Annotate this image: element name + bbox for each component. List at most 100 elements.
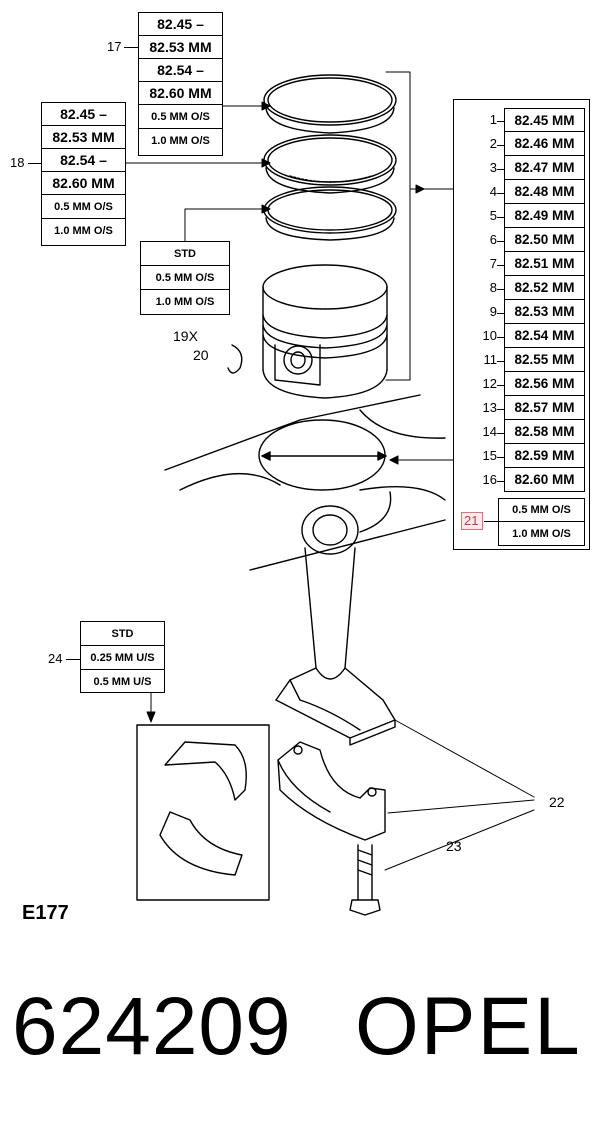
callout-18-item: 82.54 – bbox=[42, 149, 125, 172]
bore-row-number: 3 bbox=[489, 160, 497, 175]
bore-row-tick bbox=[497, 217, 504, 218]
callout-17-item: 82.45 – bbox=[139, 13, 222, 36]
bearing-shells bbox=[159, 741, 247, 876]
bore-row: 4 82.48 MM bbox=[454, 180, 591, 204]
piston-rings bbox=[263, 74, 397, 241]
bore-row-tick bbox=[497, 385, 504, 386]
bore-row-number: 4 bbox=[489, 184, 497, 199]
bore-row-tick bbox=[497, 265, 504, 266]
callout-17-tick bbox=[124, 47, 138, 48]
bore-row-number: 11 bbox=[483, 352, 498, 367]
callout-23-number: 23 bbox=[446, 838, 462, 854]
callout-18-tick bbox=[28, 163, 41, 164]
bore-row-size: 82.58 MM bbox=[504, 420, 585, 444]
callout-18-item: 1.0 MM O/S bbox=[54, 225, 113, 237]
bore-row-size: 82.52 MM bbox=[504, 276, 585, 300]
callout-19-item: STD bbox=[141, 242, 229, 266]
callout-17-item: 82.53 MM bbox=[139, 36, 222, 59]
part-number: 624209 bbox=[12, 981, 292, 1072]
piston bbox=[262, 264, 388, 399]
bore-row-number: 15 bbox=[482, 448, 497, 463]
bore-row-size: 82.48 MM bbox=[504, 180, 585, 204]
bore-row-number: 5 bbox=[489, 208, 497, 223]
callout-24-item: 0.5 MM U/S bbox=[93, 676, 152, 688]
bore-row-number: 1 bbox=[489, 112, 497, 127]
callout-18-item: 82.53 MM bbox=[42, 126, 125, 149]
callout-24-tick bbox=[66, 659, 80, 660]
bore-row-size: 82.59 MM bbox=[504, 444, 585, 468]
bearing-shells-frame bbox=[136, 724, 270, 901]
bore-row: 8 82.52 MM bbox=[454, 276, 591, 300]
bore-row-size: 82.53 MM bbox=[504, 300, 585, 324]
bore-row: 5 82.49 MM bbox=[454, 204, 591, 228]
callout-19-box: STD 0.5 MM O/S 1.0 MM O/S bbox=[140, 241, 230, 315]
callout-17-item: 82.60 MM bbox=[139, 82, 222, 105]
callout-18-item: 0.5 MM O/S bbox=[42, 195, 125, 219]
bore-row-number: 9 bbox=[489, 304, 497, 319]
callout-19-item: 0.5 MM O/S bbox=[141, 266, 229, 290]
bore-row: 12 82.56 MM bbox=[454, 372, 591, 396]
bore-row: 11 82.55 MM bbox=[454, 348, 591, 372]
leader-lines bbox=[125, 71, 535, 871]
callout-22-number: 22 bbox=[549, 794, 565, 810]
connecting-rod bbox=[275, 505, 396, 746]
bore-row: 14 82.58 MM bbox=[454, 420, 591, 444]
rod-cap bbox=[277, 741, 386, 841]
callout-17-item: 82.54 – bbox=[139, 59, 222, 82]
callout-17-item: 0.5 MM O/S bbox=[139, 105, 222, 129]
oversize-tick bbox=[484, 521, 498, 522]
callout-19-item: 1.0 MM O/S bbox=[155, 296, 215, 308]
callout-24-box: STD 0.25 MM U/S 0.5 MM U/S bbox=[80, 621, 165, 693]
bore-row-number: 7 bbox=[489, 256, 497, 271]
bore-row: 2 82.46 MM bbox=[454, 132, 591, 156]
bore-row-size: 82.45 MM bbox=[504, 108, 585, 132]
bore-row-tick bbox=[497, 289, 504, 290]
bore-row-tick bbox=[497, 145, 504, 146]
bore-row-size: 82.57 MM bbox=[504, 396, 585, 420]
bore-row: 13 82.57 MM bbox=[454, 396, 591, 420]
bore-row: 3 82.47 MM bbox=[454, 156, 591, 180]
bore-row-tick bbox=[497, 121, 504, 122]
diagram-code: E177 bbox=[22, 902, 69, 924]
callout-17-item: 1.0 MM O/S bbox=[151, 135, 210, 147]
callout-18-item: 82.45 – bbox=[42, 103, 125, 126]
callout-18-number: 18 bbox=[10, 155, 25, 170]
snap-ring bbox=[227, 344, 243, 374]
callout-24-item: 0.25 MM U/S bbox=[81, 646, 164, 670]
bore-row-size: 82.54 MM bbox=[504, 324, 585, 348]
oversize-number: 21 bbox=[464, 513, 479, 528]
bore-row-size: 82.55 MM bbox=[504, 348, 585, 372]
bore-row-tick bbox=[497, 433, 504, 434]
bore-row-tick bbox=[497, 241, 504, 242]
bore-row-number: 13 bbox=[482, 400, 497, 415]
rod-bolt bbox=[349, 844, 381, 916]
bore-row: 16 82.60 MM bbox=[454, 468, 591, 492]
cylinder-block-deck bbox=[164, 394, 446, 571]
brand-name: OPEL bbox=[355, 981, 582, 1072]
callout-17-number: 17 bbox=[107, 39, 122, 54]
bore-row-tick bbox=[497, 457, 504, 458]
bore-row-size: 82.51 MM bbox=[504, 252, 585, 276]
bore-row-tick bbox=[497, 193, 504, 194]
oversize-box: 0.5 MM O/S 1.0 MM O/S bbox=[498, 498, 585, 546]
oversize-item: 0.5 MM O/S bbox=[499, 499, 584, 522]
bore-row: 7 82.51 MM bbox=[454, 252, 591, 276]
oversize-number-highlight bbox=[461, 512, 483, 530]
bore-row-size: 82.47 MM bbox=[504, 156, 585, 180]
callout-18-box: 82.45 – 82.53 MM 82.54 – 82.60 MM 0.5 MM… bbox=[41, 102, 126, 246]
bore-row-tick bbox=[497, 481, 504, 482]
bore-row-tick bbox=[497, 169, 504, 170]
bore-row-tick bbox=[497, 409, 504, 410]
bore-row-tick bbox=[497, 361, 504, 362]
bore-row-number: 12 bbox=[482, 376, 497, 391]
bore-row-tick bbox=[497, 313, 504, 314]
bore-row-number: 8 bbox=[489, 280, 497, 295]
bore-row-number: 10 bbox=[482, 328, 497, 343]
bore-row-number: 14 bbox=[482, 424, 497, 439]
bore-row: 1 82.45 MM bbox=[454, 108, 591, 132]
callout-19-number: 19X bbox=[173, 328, 198, 344]
bore-row: 10 82.54 MM bbox=[454, 324, 591, 348]
bore-row-size: 82.46 MM bbox=[504, 132, 585, 156]
bore-row: 9 82.53 MM bbox=[454, 300, 591, 324]
oversize-item: 1.0 MM O/S bbox=[512, 527, 571, 540]
